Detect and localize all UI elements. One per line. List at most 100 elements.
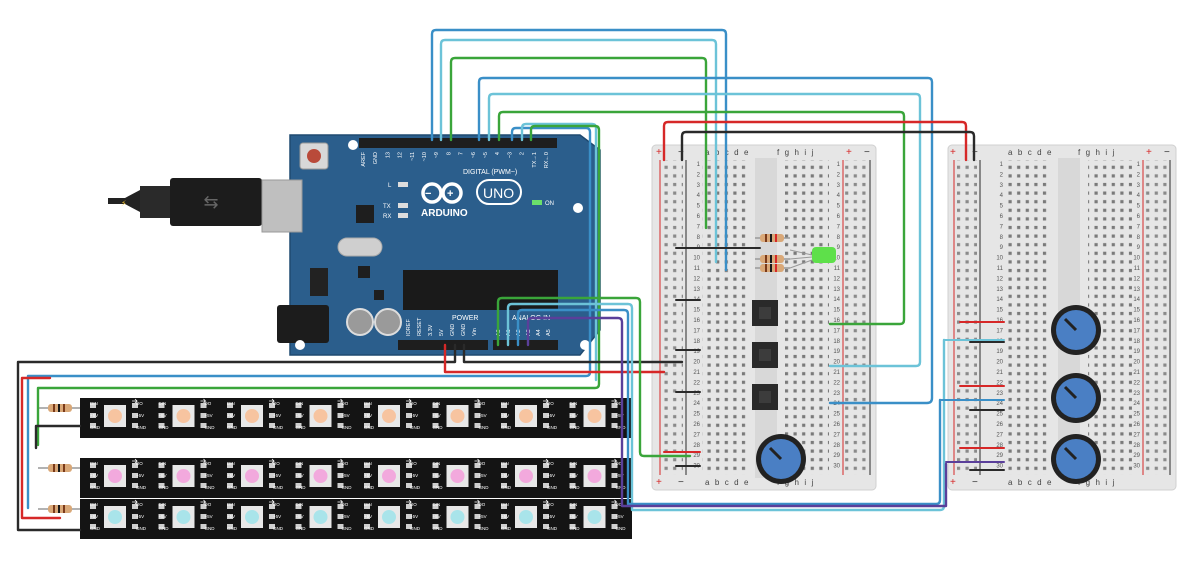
breadboard-2-rail-plus-top-r: + [1146, 147, 1152, 158]
strip-pin-label: +5V [616, 514, 624, 519]
digital-pin-label: RX←0 [544, 152, 550, 168]
usb-port [261, 179, 303, 233]
row-number: 26 [693, 422, 700, 428]
row-number: 10 [833, 256, 840, 262]
strip-pin-label: DO [273, 461, 280, 466]
row-number: 15 [833, 308, 840, 314]
wire-blue-d3 [26, 126, 592, 510]
row-number: 29 [833, 453, 840, 459]
row-number: 20 [996, 360, 1003, 366]
row-number: 18 [833, 339, 840, 345]
row-number: 21 [833, 370, 840, 376]
strip-pin-label: +5V [159, 514, 167, 519]
strip-led [382, 469, 396, 483]
strip-pin-label: GND [227, 425, 238, 430]
strip-pin-label: +5V [364, 514, 372, 519]
strip-pin-label: GND [296, 526, 307, 531]
wire-blue-a2 [516, 308, 942, 506]
power-pin-label: RESET [417, 317, 423, 336]
row-number: 11 [997, 266, 1004, 272]
arrow-icon [337, 499, 344, 505]
resistor-3 [755, 264, 790, 272]
breadboard-1-rail-plus-top-r: + [846, 147, 852, 158]
arrow-icon [132, 499, 138, 505]
row-number: 1 [1000, 162, 1004, 168]
pushbutton-1[interactable] [752, 300, 778, 326]
row-number: 9 [837, 245, 841, 251]
strip-pin-label: GND [90, 425, 101, 430]
strip-pin-label: GND [570, 425, 581, 430]
potentiometer-1[interactable] [756, 434, 806, 484]
strip-pin-label: +5V [227, 413, 235, 418]
strip-led [313, 469, 328, 483]
breadboard-2-rail-plus-top: + [950, 147, 956, 158]
wire-green-tx [36, 124, 601, 447]
resistor-2 [755, 255, 790, 263]
strip-pin-label: +5V [159, 473, 167, 478]
row-number: 29 [996, 453, 1003, 459]
row-number: 25 [996, 412, 1003, 418]
row-number: 19 [996, 349, 1003, 355]
power-jack [277, 305, 329, 343]
strip-pin-label: +5V [433, 473, 441, 478]
strip-led [313, 510, 328, 524]
potentiometer-2[interactable] [1051, 305, 1101, 355]
strip-pin-label: GND [136, 425, 147, 430]
pushbutton-3[interactable] [752, 384, 778, 410]
arduino-logo: − + ARDUINO UNO [421, 179, 522, 219]
breadboard-1-bottom-cols-left: a b c d e [705, 478, 750, 487]
row-number: 5 [1000, 204, 1004, 210]
arduino-uno-board[interactable]: ⇆ ⚡ L TX RX ON [108, 134, 601, 356]
row-number: 2 [1000, 172, 1004, 178]
row-number: 22 [833, 380, 840, 386]
row-number: 23 [693, 391, 700, 397]
strip-pin-label: GND [479, 485, 490, 490]
strip-led [587, 409, 602, 423]
small-chip [356, 205, 374, 223]
strip-pin-label: +5V [410, 514, 418, 519]
strip-led [450, 469, 465, 483]
potentiometer-4[interactable] [1051, 434, 1101, 484]
row-number: 30 [833, 464, 840, 470]
strip-pin-label: +5V [227, 473, 235, 478]
strip-pin-label: GND [342, 526, 353, 531]
strip-pin-label: +5V [410, 413, 418, 418]
arrow-icon [611, 398, 618, 404]
breadboard-2: a b c d e f g h i j a b c d e f g h i j … [947, 144, 1177, 491]
row-number: 25 [833, 412, 840, 418]
digital-pin-label: ~9 [434, 152, 440, 158]
row-number: 28 [693, 443, 700, 449]
strip-pin-label: +5V [342, 473, 350, 478]
strip-pin-label: +5V [570, 413, 578, 418]
power-pin-label: IOREF [406, 319, 412, 336]
strip-pin-label: GND [227, 526, 238, 531]
strip-pin-label: DIN [296, 461, 304, 466]
row-number: 19 [833, 349, 840, 355]
row-number: 14 [996, 297, 1003, 303]
strip-pin-label: +5V [410, 473, 418, 478]
breadboard-2-rail-minus-bottom: − [972, 477, 978, 488]
arduino-brand-text: ARDUINO [421, 208, 468, 219]
row-number: 16 [693, 318, 700, 324]
strip-pin-label: +5V [570, 514, 578, 519]
potentiometer-3[interactable] [1051, 373, 1101, 423]
strip-pin-label: DO [342, 401, 349, 406]
strip-pin-label: DIN [501, 502, 509, 507]
row-number: 26 [1133, 422, 1140, 428]
strip-pin-label: GND [570, 526, 581, 531]
row-number: 24 [1133, 401, 1140, 407]
row-number: 12 [693, 276, 700, 282]
strip-pin-label: +5V [136, 413, 144, 418]
strip-pin-label: +5V [296, 514, 304, 519]
row-number: 20 [833, 360, 840, 366]
row-number: 27 [996, 432, 1003, 438]
pushbutton-2[interactable] [752, 342, 778, 368]
arrow-icon [200, 458, 207, 464]
